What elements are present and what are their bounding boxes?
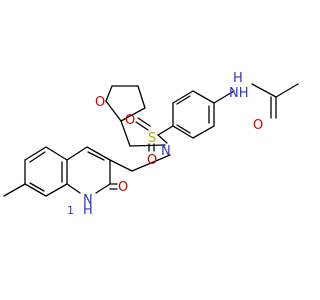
quinolinone-position-label: 1 xyxy=(67,204,74,217)
quinolinone-o-label: O xyxy=(118,180,128,195)
molecule-structure-diagram: NH H O N S O O O O N H 1 xyxy=(3,71,299,218)
bond-ch2-quinoline xyxy=(109,159,133,172)
atom-labels: NH H O N S O O O O N H 1 xyxy=(67,71,263,218)
quinolinone-bond xyxy=(66,146,88,161)
benzo-bond xyxy=(45,146,68,161)
benzene-bond xyxy=(172,125,194,139)
benzo-bond xyxy=(24,183,47,197)
amide-h-label: H xyxy=(233,71,243,86)
tetrahydrofuran-ring xyxy=(105,85,146,122)
benzo-inner-bond xyxy=(29,151,46,163)
benzene-inner-bond xyxy=(176,124,191,134)
benzene-bond xyxy=(172,90,194,104)
bond-methyl-carbonyl xyxy=(275,83,299,98)
quinolinone-bond xyxy=(95,183,111,194)
bond-n-ch2-quinoline xyxy=(131,154,171,172)
thf-bond xyxy=(105,100,122,122)
acetamide-group xyxy=(213,83,299,119)
bond-ch2-thf xyxy=(120,120,131,147)
benzene-bond xyxy=(192,90,215,104)
thf-o-label: O xyxy=(95,95,105,110)
amide-nh-label: NH xyxy=(229,86,249,101)
n-substituents xyxy=(109,120,171,172)
sulfonyl-o-bottom-label: O xyxy=(147,153,157,168)
benzene-ring xyxy=(157,90,215,139)
amide-o-label: O xyxy=(253,118,263,133)
bond-carbonyl-n xyxy=(251,83,277,98)
quinolinone-bond xyxy=(86,146,111,161)
benzo-ring xyxy=(3,146,68,197)
benzo-bond xyxy=(24,146,47,161)
quinolinone-nh-label: N xyxy=(83,193,93,208)
bond-aryl-sulfur xyxy=(157,125,174,136)
thf-bond xyxy=(105,85,113,102)
sulfonamide-n-label: N xyxy=(161,144,171,159)
bond-methyl-aryl xyxy=(3,183,26,197)
benzene-inner-bond xyxy=(176,95,191,105)
sulfonyl-o-left-label: O xyxy=(125,113,135,128)
quinolinone-bond xyxy=(66,183,81,194)
bond-s-o-left xyxy=(135,121,149,131)
quinolinone-inner-bond xyxy=(87,151,105,161)
bond-n-ch2-thf xyxy=(129,144,166,147)
pyridinone-ring xyxy=(66,146,118,194)
thf-bond xyxy=(120,107,146,122)
bond-s-n xyxy=(157,134,168,144)
benzo-bond xyxy=(45,183,68,197)
quinolinone-h-label: H xyxy=(83,203,93,218)
bond-n-aryl xyxy=(213,90,235,104)
thf-bond xyxy=(137,85,146,109)
benzo-inner-bond xyxy=(29,182,45,192)
sulfur-label: S xyxy=(148,131,156,146)
benzene-bond xyxy=(192,125,215,139)
bond-s-o-left-double xyxy=(137,117,151,127)
